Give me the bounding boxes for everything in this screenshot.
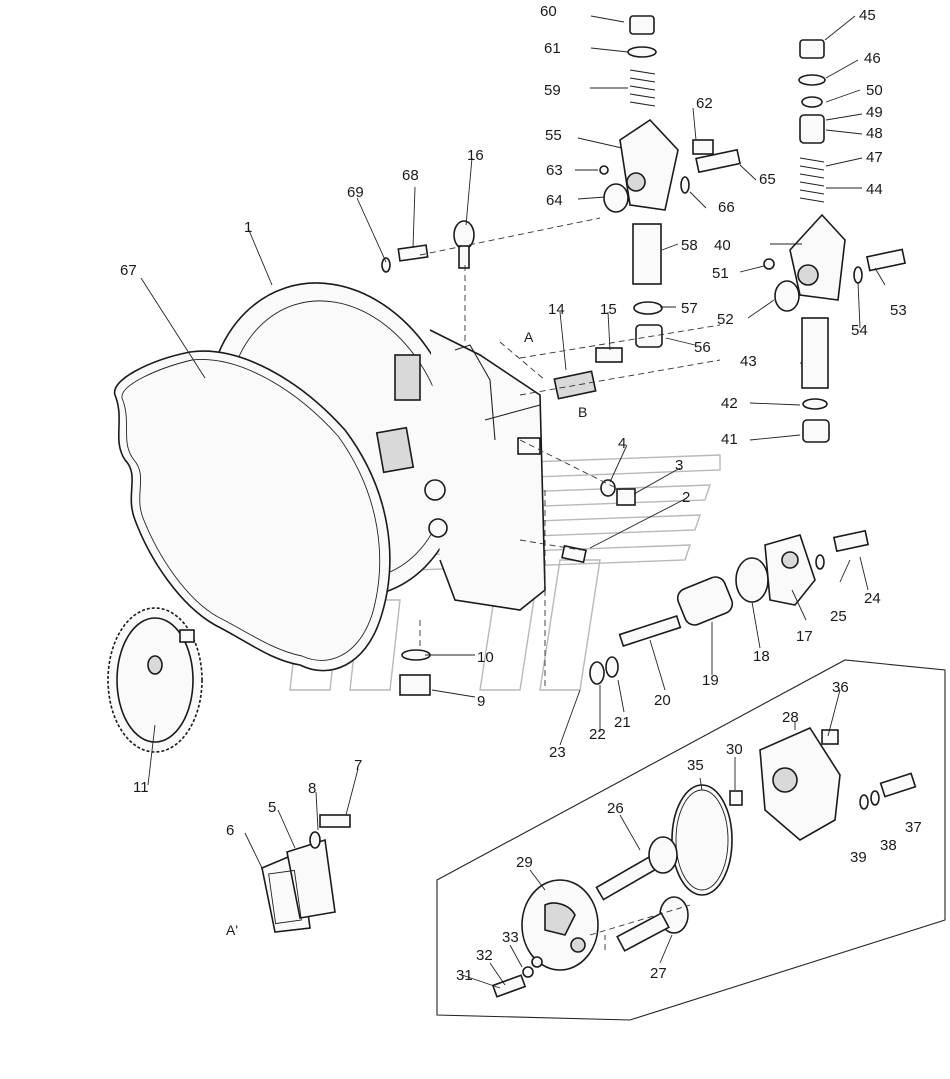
part-label-35: 35 xyxy=(687,757,704,774)
pump-detail-inset xyxy=(436,659,946,1021)
part-label-28: 28 xyxy=(782,709,799,726)
part-label-57: 57 xyxy=(681,300,698,317)
part-label-20: 20 xyxy=(654,692,671,709)
part-label-30: 30 xyxy=(726,741,743,758)
part-label-19: 19 xyxy=(702,672,719,689)
part-label-60: 60 xyxy=(540,3,557,20)
part-label-61: 61 xyxy=(544,40,561,57)
part-label-62: 62 xyxy=(696,95,713,112)
part-label-25: 25 xyxy=(830,608,847,625)
part-label-9: 9 xyxy=(477,693,485,710)
section-letter-2: B xyxy=(578,404,587,420)
part-label-6: 6 xyxy=(226,822,234,839)
part-label-2: 2 xyxy=(682,489,690,506)
part-label-38: 38 xyxy=(880,837,897,854)
part-label-36: 36 xyxy=(832,679,849,696)
part-label-3: 3 xyxy=(675,457,683,474)
part-label-18: 18 xyxy=(753,648,770,665)
relief-valve-upper xyxy=(599,15,741,348)
leader-lines xyxy=(140,15,886,989)
part-label-37: 37 xyxy=(905,819,922,836)
part-label-27: 27 xyxy=(650,965,667,982)
part-label-16: 16 xyxy=(467,147,484,164)
housing-gasket xyxy=(113,350,391,672)
part-label-53: 53 xyxy=(890,302,907,319)
assembly-lines xyxy=(419,217,721,950)
part-label-59: 59 xyxy=(544,82,561,99)
part-label-32: 32 xyxy=(476,947,493,964)
part-label-52: 52 xyxy=(717,311,734,328)
part-label-54: 54 xyxy=(851,322,868,339)
part-label-45: 45 xyxy=(859,7,876,24)
section-letter-1: A xyxy=(524,329,534,345)
part-label-1: 1 xyxy=(244,219,252,236)
part-label-50: 50 xyxy=(866,82,883,99)
part-label-43: 43 xyxy=(740,353,757,370)
part-label-5: 5 xyxy=(268,799,276,816)
part-label-41: 41 xyxy=(721,431,738,448)
part-label-49: 49 xyxy=(866,104,883,121)
part-label-22: 22 xyxy=(589,726,606,743)
part-label-66: 66 xyxy=(718,199,735,216)
section-letters: A B A' xyxy=(226,329,587,938)
part-label-14: 14 xyxy=(548,301,565,318)
part-label-24: 24 xyxy=(864,590,881,607)
part-label-68: 68 xyxy=(402,167,419,184)
part-label-46: 46 xyxy=(864,50,881,67)
part-label-10: 10 xyxy=(477,649,494,666)
part-label-55: 55 xyxy=(545,127,562,144)
part-label-7: 7 xyxy=(354,757,362,774)
cover-plates xyxy=(261,838,336,933)
part-label-40: 40 xyxy=(714,237,731,254)
relief-valve-right xyxy=(763,39,907,443)
section-letter-3: A' xyxy=(226,922,238,938)
gear xyxy=(107,607,203,753)
part-label-29: 29 xyxy=(516,854,533,871)
part-label-4: 4 xyxy=(618,435,626,452)
part-label-15: 15 xyxy=(600,301,617,318)
part-label-17: 17 xyxy=(796,628,813,645)
part-label-33: 33 xyxy=(502,929,519,946)
part-label-8: 8 xyxy=(308,780,316,797)
part-label-11: 11 xyxy=(133,779,149,796)
part-label-58: 58 xyxy=(681,237,698,254)
part-label-42: 42 xyxy=(721,395,738,412)
part-label-44: 44 xyxy=(866,181,883,198)
part-label-26: 26 xyxy=(607,800,624,817)
part-label-63: 63 xyxy=(546,162,563,179)
part-label-64: 64 xyxy=(546,192,563,209)
part-label-67: 67 xyxy=(120,262,137,279)
part-label-47: 47 xyxy=(866,149,883,166)
part-label-51: 51 xyxy=(712,265,729,282)
part-label-69: 69 xyxy=(347,184,364,201)
part-label-56: 56 xyxy=(694,339,711,356)
pump-front xyxy=(589,529,870,685)
part-label-23: 23 xyxy=(549,744,566,761)
part-label-31: 31 xyxy=(456,967,473,984)
part-label-39: 39 xyxy=(850,849,867,866)
part-label-65: 65 xyxy=(759,171,776,188)
part-label-21: 21 xyxy=(614,714,631,731)
part-label-48: 48 xyxy=(866,125,883,142)
